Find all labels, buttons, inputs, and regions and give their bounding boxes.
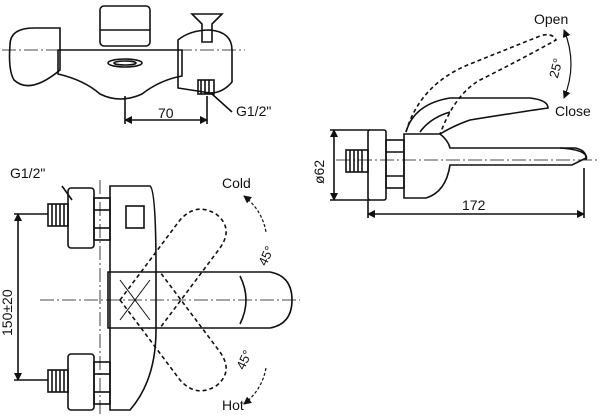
length-label: 172 [462,197,486,213]
top-view [8,5,233,124]
hot-label: Hot [222,397,244,413]
diameter-label: ø62 [311,159,327,184]
side-view [330,29,588,218]
cold-label: Cold [222,175,251,191]
thread-label-top: G1/2" [236,103,272,119]
open-label: Open [534,11,569,27]
thread-label-front: G1/2" [10,165,46,181]
center-distance-label: 150±20 [0,289,15,336]
close-label: Close [555,103,591,119]
front-view [14,185,293,411]
dim-width-label: 70 [158,105,174,121]
